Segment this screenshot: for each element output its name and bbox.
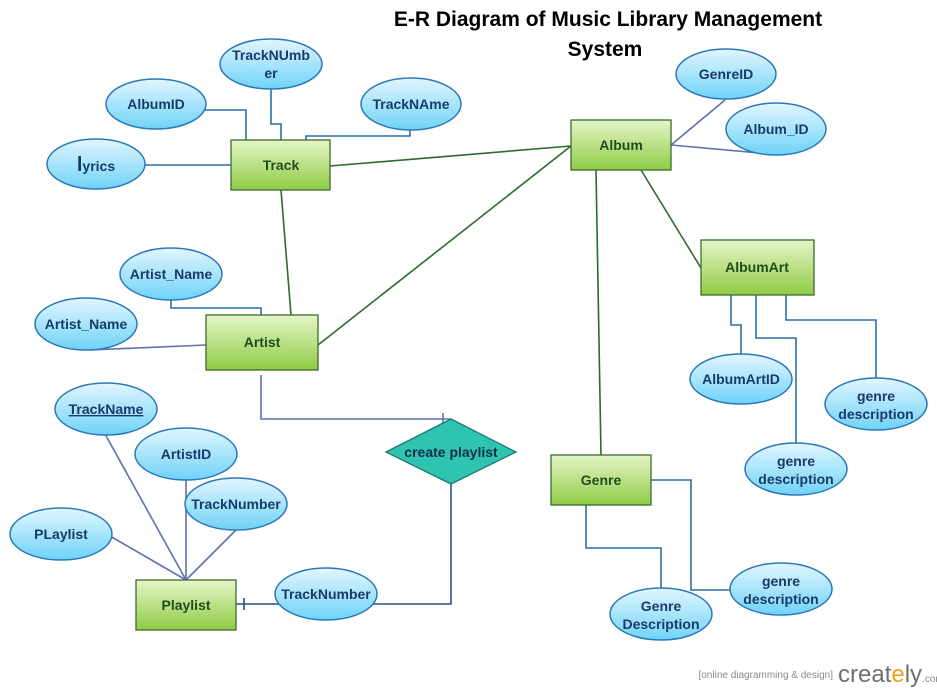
line-track-trackname	[305, 130, 411, 140]
attr-lyrics[interactable]: lyrics	[46, 138, 146, 190]
attr-lyrics-initial: l	[77, 154, 83, 176]
entity-albumart-label: AlbumArt	[725, 259, 789, 275]
connectors	[89, 88, 877, 610]
attr-albumid[interactable]: AlbumID	[105, 78, 207, 130]
attr-albumart-genre-description-1-line1: genre	[857, 388, 895, 404]
line-artist-album	[317, 145, 572, 346]
line-genre-desc-upper	[585, 505, 662, 592]
attr-tracknumber[interactable]: TrackNUmb er	[219, 38, 323, 90]
attr-genre-description-upper-line2: Description	[622, 616, 699, 632]
attr-trackname-label: TrackNAme	[372, 96, 449, 112]
attr-albumart-genre-description-1-line2: description	[838, 406, 913, 422]
creately-logo-dot: e	[891, 661, 904, 688]
attr-albumid-label: AlbumID	[127, 96, 185, 112]
line-artist-name2	[89, 344, 207, 351]
attr-playlist-tracknumber-2[interactable]: TrackNumber	[274, 567, 378, 621]
entity-albumart[interactable]: AlbumArt	[700, 239, 815, 296]
footer-note: [online diagramming & design]	[698, 670, 833, 681]
attr-albumart-genre-description-2-line1: genre	[777, 453, 815, 469]
attr-albumartid-label: AlbumArtID	[702, 371, 780, 387]
attr-playlist-tracknumber-label: TrackNumber	[191, 496, 281, 512]
entity-playlist-label: Playlist	[161, 597, 210, 613]
entity-album-label: Album	[599, 137, 643, 153]
diagram-title-line2: System	[568, 38, 643, 61]
line-albumart-genredesc1	[785, 295, 877, 380]
attr-lyrics-rest: yrics	[82, 158, 115, 174]
attr-genreid[interactable]: GenreID	[675, 48, 777, 100]
attr-artist-name-1[interactable]: Artist_Name	[119, 247, 223, 301]
entity-genre-label: Genre	[581, 472, 622, 488]
line-track-albumid	[200, 109, 247, 140]
attr-genre-description-upper-line1: Genre	[641, 598, 682, 614]
entity-album[interactable]: Album	[570, 119, 672, 171]
attr-tracknumber-line2: er	[264, 65, 278, 81]
entity-genre[interactable]: Genre	[550, 454, 652, 506]
relationship-create-playlist[interactable]: create playlist	[384, 418, 518, 485]
attr-lyrics-label: lyrics	[77, 154, 115, 176]
line-artist-relationship	[260, 375, 451, 420]
line-track-tracknumber	[270, 88, 282, 140]
line-playlist-tracknumber	[185, 529, 237, 581]
creately-logo-part1: creat	[838, 661, 892, 688]
line-playlist-trackname	[104, 433, 187, 581]
line-genre-desc-lower	[651, 479, 731, 591]
creately-logo-part2: ly	[905, 661, 922, 688]
line-track-artist	[280, 189, 292, 316]
creately-logo[interactable]: creately.com	[838, 661, 937, 688]
relationship-create-playlist-label: create playlist	[404, 444, 498, 460]
line-playlist-playlist	[109, 535, 187, 581]
entity-artist[interactable]: Artist	[205, 314, 319, 371]
attr-album-id[interactable]: Album_ID	[725, 102, 827, 156]
attr-playlist-playlist-label: PLaylist	[34, 526, 88, 542]
creately-logo-com: .com	[922, 674, 937, 685]
entity-track[interactable]: Track	[230, 139, 331, 191]
entity-track-label: Track	[263, 157, 300, 173]
attr-tracknumber-line1: TrackNUmb	[232, 47, 310, 63]
diagram-title-line1: E-R Diagram of Music Library Management	[394, 8, 822, 31]
line-track-album	[329, 145, 572, 167]
attr-genre-description-upper[interactable]: Genre Description	[609, 587, 713, 641]
attr-artist-name-1-label: Artist_Name	[130, 266, 213, 282]
entity-artist-label: Artist	[244, 334, 281, 350]
attr-playlist-tracknumber[interactable]: TrackNumber	[184, 477, 288, 531]
attr-playlist-playlist[interactable]: PLaylist	[9, 507, 113, 561]
line-artist-name1	[170, 300, 262, 315]
attr-playlist-trackname[interactable]: TrackName	[54, 382, 158, 436]
attr-albumartid[interactable]: AlbumArtID	[689, 353, 793, 405]
attr-playlist-artistid-label: ArtistID	[161, 446, 212, 462]
line-albumart-albumartid	[730, 295, 742, 356]
attr-genreid-label: GenreID	[699, 66, 753, 82]
attr-artist-name-2-label: Artist_Name	[45, 316, 128, 332]
attr-artist-name-2[interactable]: Artist_Name	[34, 297, 138, 351]
line-albumart-genredesc2	[755, 295, 797, 446]
attr-albumart-genre-description-2-line2: description	[758, 471, 833, 487]
attr-genre-description-lower[interactable]: genre description	[729, 562, 833, 616]
entity-playlist[interactable]: Playlist	[135, 579, 237, 631]
attr-genre-description-lower-line2: description	[743, 591, 818, 607]
attr-albumart-genre-description-1[interactable]: genre description	[824, 377, 928, 431]
line-album-albumart	[640, 169, 702, 269]
attr-albumart-genre-description-2[interactable]: genre description	[744, 442, 848, 496]
line-album-genreid	[670, 99, 726, 146]
attr-playlist-trackname-label: TrackName	[69, 401, 144, 417]
attr-album-id-label: Album_ID	[743, 121, 808, 137]
attr-playlist-tracknumber-2-label: TrackNumber	[281, 586, 371, 602]
line-album-genre	[595, 169, 602, 456]
attr-playlist-artistid[interactable]: ArtistID	[134, 427, 238, 481]
attr-genre-description-lower-line1: genre	[762, 573, 800, 589]
attr-trackname[interactable]: TrackNAme	[360, 77, 462, 131]
